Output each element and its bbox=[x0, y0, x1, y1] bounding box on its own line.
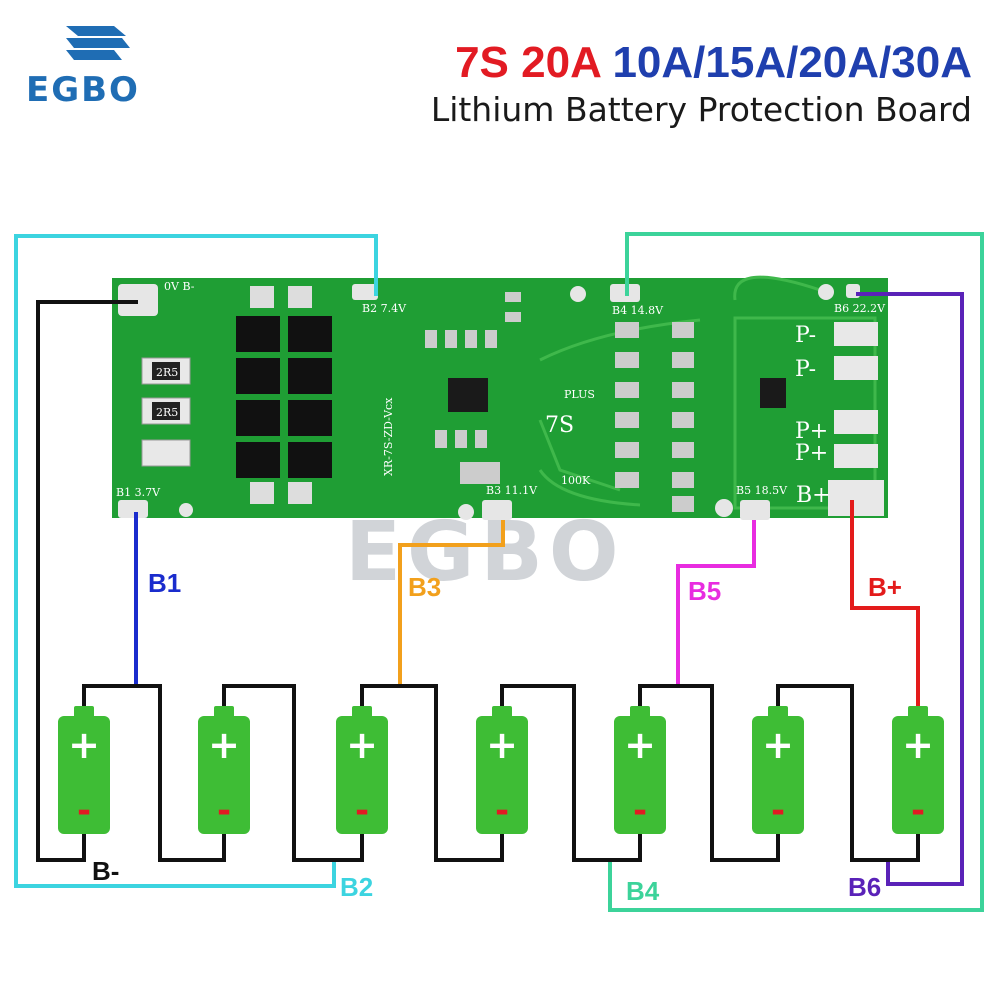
battery-terminal bbox=[630, 706, 650, 718]
label-b6: B6 bbox=[848, 872, 881, 902]
pad-b1 bbox=[118, 500, 148, 518]
battery-body bbox=[752, 716, 804, 834]
battery-plus-symbol: + bbox=[624, 723, 656, 767]
protection-board: 2R5 2R5 P- P- P+ bbox=[112, 275, 888, 520]
battery-minus-symbol: - bbox=[495, 791, 509, 831]
balance-wires bbox=[14, 232, 984, 912]
spec-current: 20A bbox=[521, 38, 601, 87]
logo-text: EGBO bbox=[26, 70, 140, 110]
battery-plus-symbol: + bbox=[902, 723, 934, 767]
battery-cell: +- bbox=[476, 706, 528, 834]
mosfet-array bbox=[236, 316, 332, 478]
label-p-plus-2: P+ bbox=[795, 441, 828, 466]
label-b-minus: B- bbox=[92, 856, 119, 886]
logo-mark-icon bbox=[66, 26, 130, 60]
battery-terminal bbox=[908, 706, 928, 718]
battery-terminal bbox=[214, 706, 234, 718]
shunt-resistors: 2R5 2R5 bbox=[141, 357, 191, 467]
label-b1: B1 bbox=[148, 568, 181, 598]
silk-b5: B5 18.5V bbox=[736, 484, 788, 497]
wire-b-minus bbox=[36, 300, 138, 862]
battery-minus-symbol: - bbox=[911, 791, 925, 831]
page-subtitle: Lithium Battery Protection Board bbox=[430, 90, 972, 129]
label-b2: B2 bbox=[340, 872, 373, 902]
wire-b6 bbox=[856, 292, 964, 886]
battery-minus-symbol: - bbox=[633, 791, 647, 831]
shunt-label-1: 2R5 bbox=[156, 366, 178, 379]
b-plus-pad bbox=[828, 480, 884, 516]
wire-b5 bbox=[676, 520, 756, 686]
spec-cells: 7S bbox=[455, 38, 509, 87]
silk-b1: B1 3.7V bbox=[116, 486, 161, 499]
battery-cells: +-+-+-+-+-+-+- bbox=[58, 706, 944, 834]
wire-b-plus bbox=[850, 500, 920, 712]
battery-body bbox=[476, 716, 528, 834]
battery-plus-symbol: + bbox=[208, 723, 240, 767]
battery-minus-symbol: - bbox=[217, 791, 231, 831]
silk-b4: B4 14.8V bbox=[612, 304, 664, 317]
battery-terminal bbox=[74, 706, 94, 718]
silk-b6: B6 22.2V bbox=[834, 302, 886, 315]
wire-b2 bbox=[14, 234, 378, 888]
spec-options: 10A/15A/20A/30A bbox=[612, 38, 972, 87]
wire-b4 bbox=[608, 232, 984, 912]
silk-b3: B3 11.1V bbox=[486, 484, 538, 497]
battery-cell: +- bbox=[752, 706, 804, 834]
battery-cell: +- bbox=[336, 706, 388, 834]
battery-cell: +- bbox=[198, 706, 250, 834]
battery-body bbox=[198, 716, 250, 834]
battery-plus-symbol: + bbox=[68, 723, 100, 767]
battery-minus-symbol: - bbox=[355, 791, 369, 831]
battery-terminal bbox=[768, 706, 788, 718]
battery-minus-symbol: - bbox=[77, 791, 91, 831]
silk-plus: PLUS bbox=[564, 388, 595, 401]
label-b5: B5 bbox=[688, 576, 721, 606]
wire-b3 bbox=[398, 520, 505, 686]
battery-cell: +- bbox=[892, 706, 944, 834]
battery-body bbox=[892, 716, 944, 834]
series-links bbox=[82, 684, 920, 862]
label-p-minus-1: P- bbox=[795, 323, 816, 348]
battery-plus-symbol: + bbox=[762, 723, 794, 767]
battery-cell: +- bbox=[614, 706, 666, 834]
smd-components bbox=[250, 286, 786, 512]
label-b3: B3 bbox=[408, 572, 441, 602]
battery-minus-symbol: - bbox=[771, 791, 785, 831]
egbo-logo: EGBO bbox=[26, 22, 161, 110]
battery-plus-symbol: + bbox=[346, 723, 378, 767]
silk-b0: 0V B- bbox=[164, 280, 195, 293]
label-b4: B4 bbox=[626, 876, 660, 906]
silk-model: XR-7S-ZD-Vcx bbox=[382, 397, 395, 476]
pad-b3 bbox=[482, 500, 512, 520]
battery-terminal bbox=[492, 706, 512, 718]
label-p-plus-1: P+ bbox=[795, 419, 828, 444]
battery-cell: +- bbox=[58, 706, 110, 834]
battery-terminal bbox=[352, 706, 372, 718]
label-p-minus-2: P- bbox=[795, 357, 816, 382]
battery-body bbox=[614, 716, 666, 834]
silk-b2: B2 7.4V bbox=[362, 302, 407, 315]
battery-plus-symbol: + bbox=[486, 723, 518, 767]
shunt-label-2: 2R5 bbox=[156, 406, 178, 419]
pad-b2 bbox=[352, 284, 378, 300]
pad-b5 bbox=[740, 500, 770, 520]
silk-100k: 100K bbox=[561, 474, 591, 487]
silk-series: 7S bbox=[545, 413, 574, 438]
output-pads bbox=[828, 322, 884, 516]
protection-ic bbox=[448, 378, 488, 412]
watermark: EGBO bbox=[345, 505, 625, 600]
battery-body bbox=[336, 716, 388, 834]
page-title: 7S 20A 10A/15A/20A/30A bbox=[455, 38, 972, 88]
label-b-plus: B+ bbox=[796, 483, 831, 508]
battery-body bbox=[58, 716, 110, 834]
label-b-plus: B+ bbox=[868, 572, 902, 602]
